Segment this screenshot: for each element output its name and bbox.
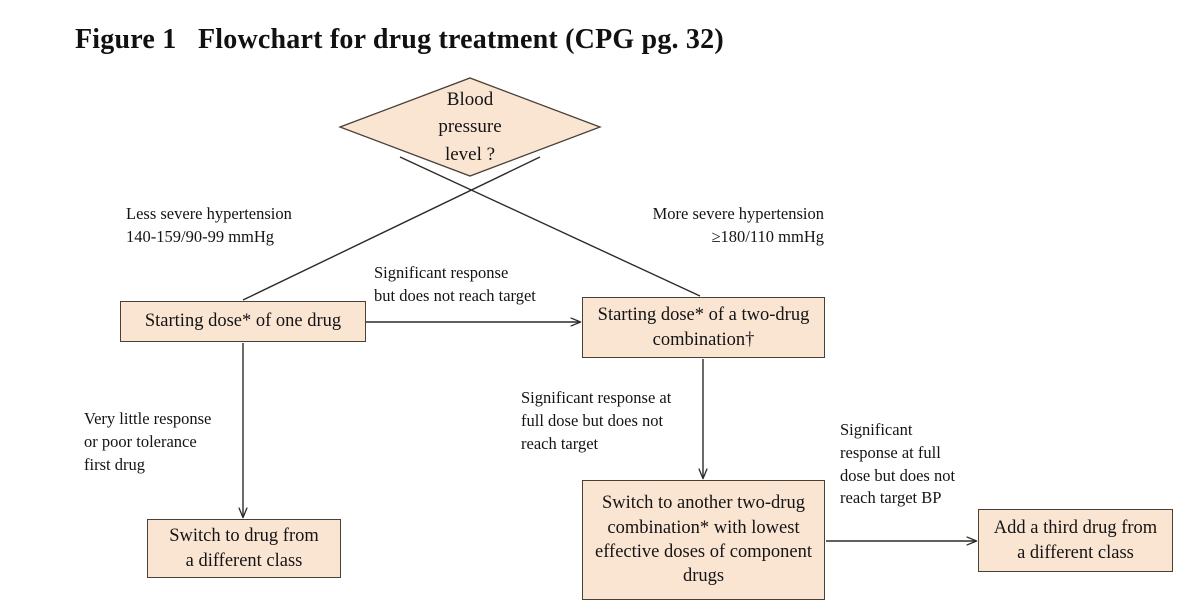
node-starting-dose-one-drug-label: Starting dose* of one drug bbox=[144, 311, 342, 332]
edge-label-significant-response: Significant response but does not reach … bbox=[374, 263, 536, 305]
node-switch-to-drug-different-class[interactable]: Switch to drug from a different class bbox=[147, 519, 341, 578]
node-switch-to-another-two-drug-combination-label: Switch to another two-drug combination* … bbox=[595, 493, 812, 587]
node-starting-dose-two-drug-combination-label: Starting dose* of a two-drug combination… bbox=[597, 305, 810, 350]
figure-title: Figure 1 Flowchart for drug treatment (C… bbox=[75, 24, 724, 55]
node-switch-to-another-two-drug-combination[interactable]: Switch to another two-drug combination* … bbox=[582, 480, 825, 600]
node-blood-pressure-level[interactable]: Blood pressure level ? bbox=[340, 78, 600, 176]
edge-label-very-little-response: Very little response or poor tolerance f… bbox=[84, 409, 212, 474]
node-switch-to-drug-different-class-label: Switch to drug from a different class bbox=[169, 526, 319, 571]
node-add-third-drug-different-class[interactable]: Add a third drug from a different class bbox=[978, 509, 1173, 572]
edge-label-more-severe-hypertension: More severe hypertension ≥180/110 mmHg bbox=[652, 204, 824, 246]
edge-label-significant-response-full-dose: Significant response at full dose but do… bbox=[521, 388, 672, 453]
node-add-third-drug-different-class-label: Add a third drug from a different class bbox=[993, 518, 1158, 563]
node-blood-pressure-level-label: Blood pressure level ? bbox=[438, 88, 502, 165]
edge-label-less-severe-hypertension: Less severe hypertension 140-159/90-99 m… bbox=[126, 204, 292, 246]
node-starting-dose-two-drug-combination[interactable]: Starting dose* of a two-drug combination… bbox=[582, 297, 825, 358]
node-starting-dose-one-drug[interactable]: Starting dose* of one drug bbox=[120, 301, 366, 342]
edge-label-significant-response-full-dose-bp: Significant response at full dose but do… bbox=[840, 420, 956, 508]
